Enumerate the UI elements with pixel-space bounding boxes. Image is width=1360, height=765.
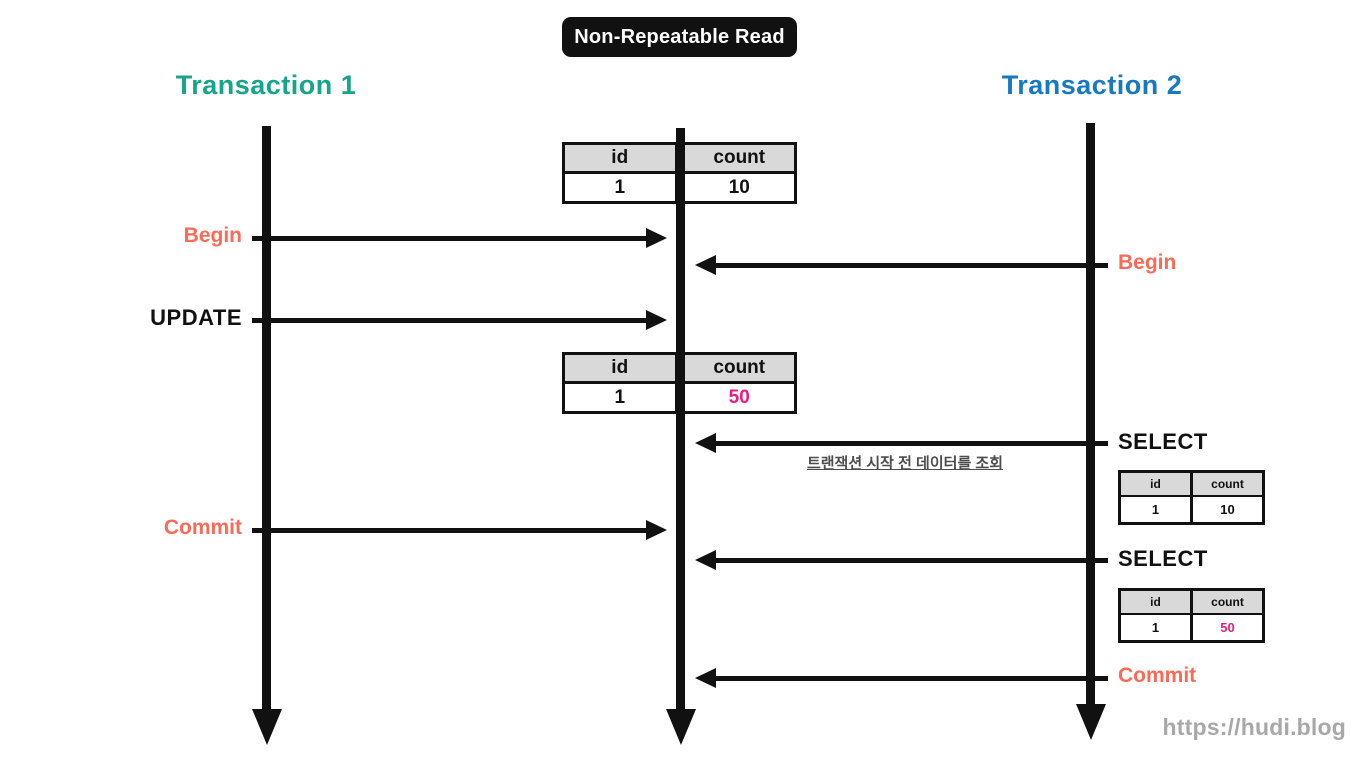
table-header-id: id (565, 355, 675, 381)
transaction2-timeline (1075, 123, 1106, 740)
tx1-commit-label: Commit (163, 516, 242, 539)
table-header-count: count (684, 145, 794, 171)
table-cell-count: 10 (684, 174, 794, 201)
table-header-id: id (1121, 473, 1190, 495)
table-select2-result: id count 1 50 (1118, 588, 1265, 643)
table-cell-id: 1 (1121, 497, 1190, 522)
table-header-count: count (684, 355, 794, 381)
select2-arrow-tx2 (695, 550, 1108, 570)
annotation-note: 트랜잭션 시작 전 데이터를 조회 (806, 455, 1004, 472)
tx2-select2-label: SELECT (1118, 546, 1208, 571)
database-timeline (665, 128, 696, 745)
begin-arrow-tx2 (695, 255, 1108, 275)
select1-arrow-tx2 (695, 433, 1108, 453)
table-cell-count-updated: 50 (684, 384, 794, 411)
table-cell-count-changed: 50 (1193, 615, 1262, 640)
table-header-count: count (1193, 591, 1262, 613)
update-arrow-tx1 (252, 310, 667, 330)
tx2-begin-label: Begin (1118, 251, 1177, 274)
commit-arrow-tx1 (252, 520, 667, 540)
begin-arrow-tx1 (252, 228, 667, 248)
table-cell-id: 1 (565, 384, 675, 411)
table-initial-state: id count 1 10 (562, 142, 797, 204)
watermark-url: https://hudi.blog (1162, 714, 1346, 740)
table-header-id: id (1121, 591, 1190, 613)
table-updated-state: id count 1 50 (562, 352, 797, 414)
tx2-commit-label: Commit (1118, 664, 1197, 687)
transaction1-timeline (251, 126, 282, 745)
title-badge: Non-Repeatable Read (562, 17, 797, 57)
title-text: Non-Repeatable Read (574, 25, 785, 48)
table-header-id: id (565, 145, 675, 171)
table-cell-count: 10 (1193, 497, 1262, 522)
table-header-count: count (1193, 473, 1262, 495)
table-cell-id: 1 (1121, 615, 1190, 640)
transaction2-header: Transaction 2 (1001, 70, 1183, 100)
tx1-update-label: UPDATE (150, 305, 242, 330)
transaction1-header: Transaction 1 (175, 70, 357, 100)
table-cell-id: 1 (565, 174, 675, 201)
table-select1-result: id count 1 10 (1118, 470, 1265, 525)
tx2-select1-label: SELECT (1118, 429, 1208, 454)
tx1-begin-label: Begin (183, 224, 242, 247)
commit-arrow-tx2 (695, 668, 1108, 688)
